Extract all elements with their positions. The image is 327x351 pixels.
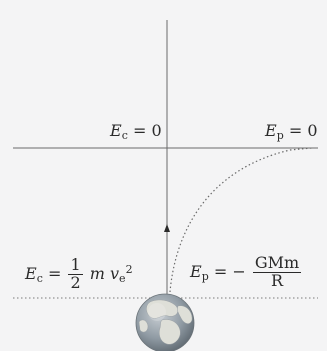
potential-energy-surface-label: Ep = − GMm R <box>190 253 302 290</box>
potential-energy-zero-label: Ep = 0 <box>265 121 318 142</box>
arrow-up-icon <box>164 224 170 232</box>
gmm-over-r-fraction: GMm R <box>252 253 302 290</box>
one-half-fraction: 1 2 <box>68 255 83 292</box>
kinetic-energy-zero-label: Ec = 0 <box>110 121 162 142</box>
earth-globe-icon <box>135 293 195 351</box>
kinetic-energy-escape-label: Ec = 1 2 m ve2 <box>25 255 133 292</box>
